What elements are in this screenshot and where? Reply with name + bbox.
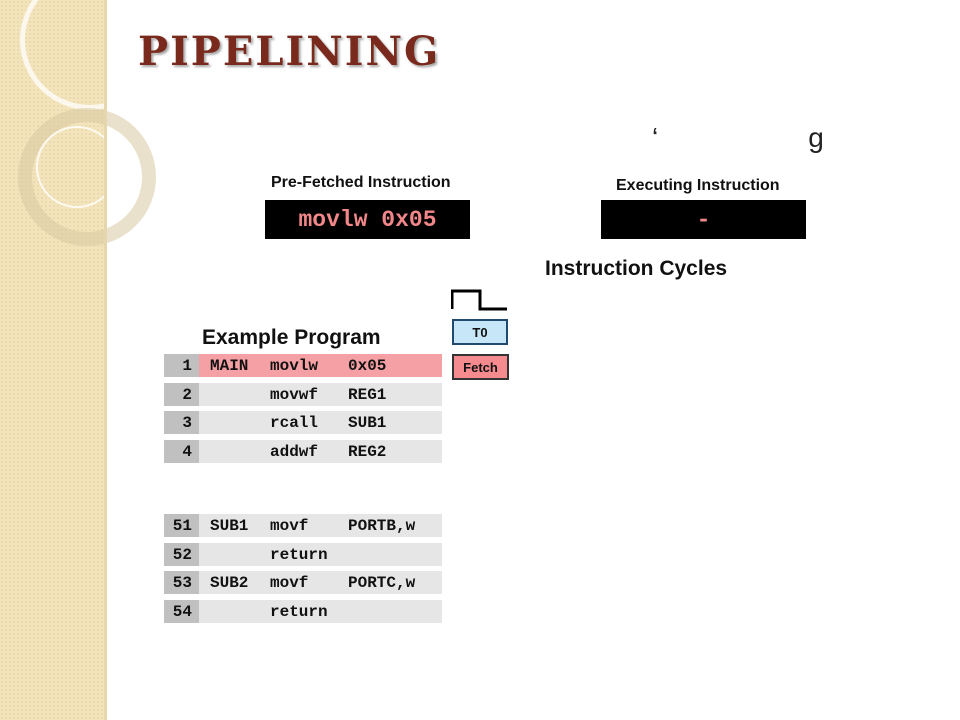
- code-line: return: [199, 543, 442, 566]
- prefetch-label: Pre-Fetched Instruction: [271, 174, 451, 192]
- sidebar-edge: [104, 0, 107, 720]
- cropped-heading-fragment: ‘g: [652, 122, 960, 154]
- line-number: 2: [164, 383, 199, 406]
- code-line: rcall SUB1: [199, 411, 442, 434]
- code-line: addwf REG2: [199, 440, 442, 463]
- instruction-cycles-title: Instruction Cycles: [545, 257, 727, 281]
- program-row: 54 return: [164, 600, 442, 623]
- code-opcode: return: [270, 546, 348, 564]
- program-row: 52 return: [164, 543, 442, 566]
- program-row: 53 SUB2 movf PORTC,w: [164, 571, 442, 594]
- program-row: 2 movwf REG1: [164, 383, 442, 406]
- clock-waveform-icon: [451, 289, 509, 311]
- code-label: MAIN: [199, 357, 270, 375]
- line-number: 1: [164, 354, 199, 377]
- line-number: 4: [164, 440, 199, 463]
- code-opcode: rcall: [270, 414, 348, 432]
- code-label: SUB2: [199, 574, 270, 592]
- code-opcode: movf: [270, 517, 348, 535]
- program-row: 51 SUB1 movf PORTB,w: [164, 514, 442, 537]
- code-label: SUB1: [199, 517, 270, 535]
- code-operand: PORTB,w: [348, 517, 415, 535]
- slide-title: PIPELINING: [138, 28, 440, 75]
- code-line: movwf REG1: [199, 383, 442, 406]
- line-number: 3: [164, 411, 199, 434]
- code-operand: 0x05: [348, 357, 386, 375]
- code-operand: REG2: [348, 443, 386, 461]
- executing-instruction-box: -: [601, 200, 806, 239]
- code-operand: PORTC,w: [348, 574, 415, 592]
- code-opcode: addwf: [270, 443, 348, 461]
- code-line: SUB2 movf PORTC,w: [199, 571, 442, 594]
- code-line: SUB1 movf PORTB,w: [199, 514, 442, 537]
- cycle-t0-box: T0: [452, 319, 508, 345]
- program-row: 4 addwf REG2: [164, 440, 442, 463]
- code-opcode: movlw: [270, 357, 348, 375]
- code-opcode: return: [270, 603, 348, 621]
- code-opcode: movwf: [270, 386, 348, 404]
- prefetch-instruction-value: movlw 0x05: [298, 207, 436, 233]
- line-number: 53: [164, 571, 199, 594]
- fetch-stage-box: Fetch: [452, 354, 509, 380]
- code-operand: SUB1: [348, 414, 386, 432]
- executing-instruction-value: -: [697, 207, 711, 233]
- line-number: 51: [164, 514, 199, 537]
- program-row: 3 rcall SUB1: [164, 411, 442, 434]
- prefetch-instruction-box: movlw 0x05: [265, 200, 470, 239]
- code-opcode: movf: [270, 574, 348, 592]
- code-line: return: [199, 600, 442, 623]
- line-number: 52: [164, 543, 199, 566]
- code-line: MAIN movlw 0x05: [199, 354, 442, 377]
- line-number: 54: [164, 600, 199, 623]
- program-row: 1 MAIN movlw 0x05: [164, 354, 442, 377]
- executing-label: Executing Instruction: [616, 177, 780, 195]
- cycle-t0-label: T0: [472, 325, 487, 340]
- example-program-title: Example Program: [202, 326, 381, 350]
- code-operand: REG1: [348, 386, 386, 404]
- fetch-stage-label: Fetch: [463, 360, 498, 375]
- decorative-sidebar: [0, 0, 104, 720]
